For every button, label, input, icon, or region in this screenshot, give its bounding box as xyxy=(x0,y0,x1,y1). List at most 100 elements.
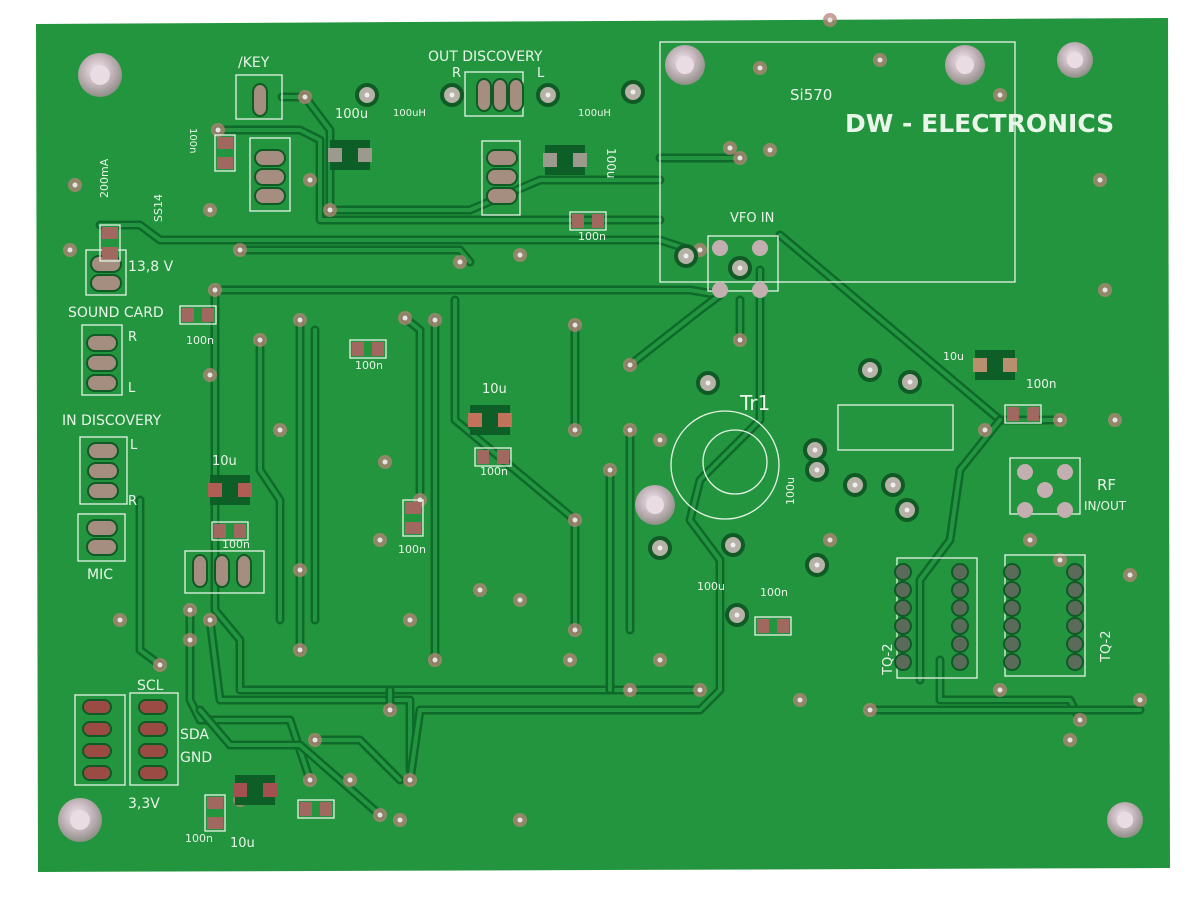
pads xyxy=(82,78,1084,832)
relay-pin xyxy=(894,581,912,599)
via-hole xyxy=(572,627,578,633)
coax-connector-pad xyxy=(712,282,728,298)
vfo-in-connector-outline xyxy=(707,235,779,292)
in-l-label: L xyxy=(130,438,138,453)
relay-pin xyxy=(1066,635,1084,653)
relay-pin xyxy=(894,599,912,617)
via-hole xyxy=(432,657,438,663)
relay-pin xyxy=(1066,599,1084,617)
smd-pad xyxy=(207,817,223,829)
key-connector-outline xyxy=(235,74,283,120)
via-hole xyxy=(757,65,763,71)
smd-pad xyxy=(214,524,226,538)
via-hole xyxy=(382,459,388,465)
mic-label: MIC xyxy=(87,567,113,583)
smd-pad xyxy=(498,413,512,427)
cap-label: 100u xyxy=(697,580,725,593)
via-hole xyxy=(297,567,303,573)
header-outline xyxy=(249,137,291,212)
cap-label: 10u xyxy=(943,350,964,363)
relay-pin xyxy=(951,617,969,635)
relay-pin xyxy=(894,563,912,581)
smd-pad xyxy=(320,802,332,816)
smd-footprint xyxy=(211,521,249,541)
header-pad xyxy=(254,168,286,186)
via-hole xyxy=(737,155,743,161)
via-hole xyxy=(517,597,523,603)
i2c-header-pad xyxy=(138,743,168,759)
via-hole xyxy=(657,437,663,443)
relay-pin xyxy=(1066,617,1084,635)
coax-connector-pad xyxy=(1017,502,1033,518)
in-discovery-connector-outline xyxy=(79,436,128,505)
via-hole xyxy=(627,687,633,693)
smd-pad xyxy=(217,137,233,149)
relay-outline xyxy=(896,557,978,679)
via-hole xyxy=(572,322,578,328)
toroid-inner-outline xyxy=(702,429,768,495)
via-hole xyxy=(477,587,483,593)
cap-label: 100n xyxy=(222,538,250,551)
copper-trace-fill xyxy=(628,293,722,367)
via-hole xyxy=(1077,717,1083,723)
inductor-label: 100uH xyxy=(578,108,611,119)
smd-pad xyxy=(263,783,277,797)
cap-label: 100n xyxy=(398,543,426,556)
smd-pad xyxy=(592,214,604,228)
via-hole xyxy=(307,177,313,183)
smd-footprint xyxy=(214,134,236,172)
header-pad xyxy=(86,334,118,352)
copper-trace-fill xyxy=(918,418,1002,682)
smd-footprint xyxy=(569,211,607,231)
via-hole xyxy=(627,362,633,368)
smd-pad xyxy=(572,214,584,228)
rf-connector-outline xyxy=(1009,457,1081,515)
via-hole xyxy=(1127,572,1133,578)
relay-pin xyxy=(1003,581,1021,599)
relay-pin xyxy=(1066,653,1084,671)
via-hole xyxy=(215,127,221,133)
toroid-outline xyxy=(670,410,780,520)
cap-label: 100n xyxy=(578,230,606,243)
smd-pad xyxy=(543,153,557,167)
smd-footprint xyxy=(297,799,335,819)
sound-card-l-label: L xyxy=(128,381,136,396)
smd-pad xyxy=(328,148,342,162)
copper-trace-fill xyxy=(208,618,412,772)
header-pad xyxy=(486,187,518,205)
i2c-header-pad xyxy=(138,699,168,715)
smd-pad xyxy=(1027,407,1039,421)
i2c-header-pad xyxy=(82,721,112,737)
mounting-hole-center xyxy=(646,496,664,514)
header-pad xyxy=(87,482,119,500)
via-hole xyxy=(997,92,1003,98)
relay-pin xyxy=(1003,617,1021,635)
pad-hole xyxy=(812,447,818,453)
copper-trace-fill xyxy=(238,248,472,264)
via-hole xyxy=(767,147,773,153)
via-hole xyxy=(407,617,413,623)
smd-pad xyxy=(300,802,312,816)
v33-label: 3,3V xyxy=(128,796,160,812)
via-hole xyxy=(212,287,218,293)
via-hole xyxy=(187,637,193,643)
smd-pad xyxy=(405,502,421,514)
via-hole xyxy=(1057,417,1063,423)
via-hole xyxy=(377,537,383,543)
pad-hole xyxy=(730,542,736,548)
via-hole xyxy=(312,737,318,743)
relay-pin xyxy=(951,653,969,671)
pcb-board xyxy=(36,18,1170,872)
via-hole xyxy=(697,687,703,693)
inductor-label: 100uH xyxy=(393,108,426,119)
coax-connector-pad xyxy=(752,282,768,298)
pad-hole xyxy=(734,612,740,618)
smd-pad xyxy=(217,157,233,169)
pad-hole xyxy=(867,367,873,373)
relay-pin xyxy=(1003,599,1021,617)
relay-pin xyxy=(951,599,969,617)
copper-trace-fill xyxy=(188,608,312,782)
pad-hole xyxy=(890,482,896,488)
smd-footprint xyxy=(204,794,226,832)
